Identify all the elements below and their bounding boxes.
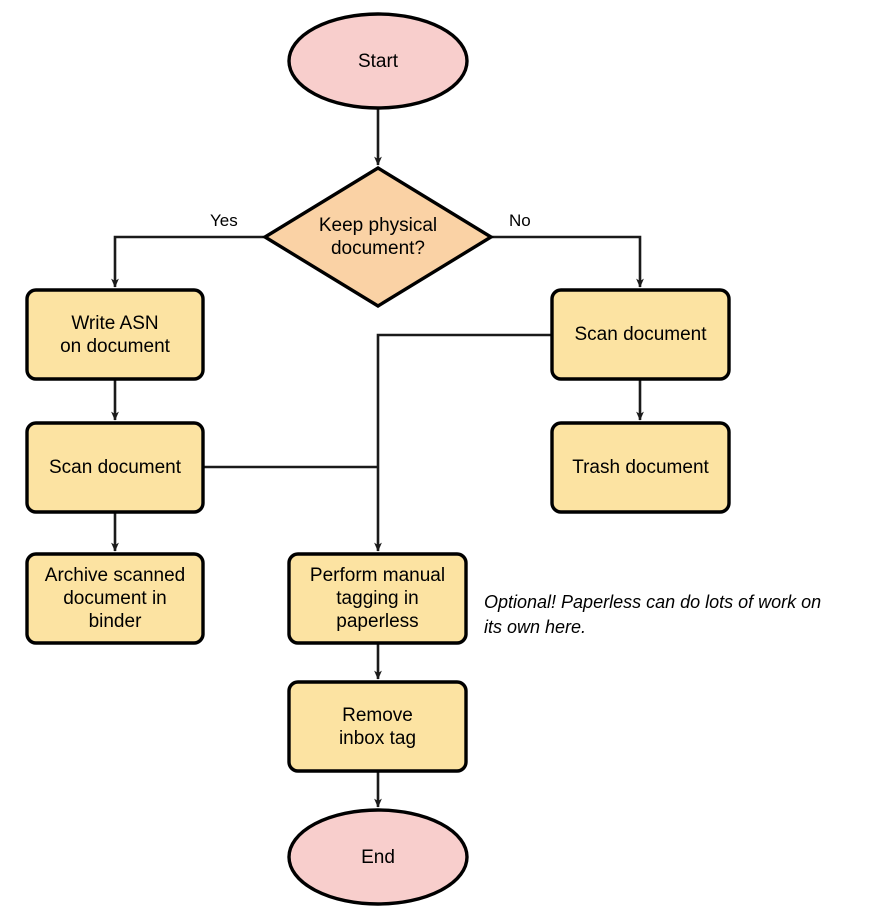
annotation-optional-note: Optional! Paperless can do lots of work … <box>484 592 822 637</box>
node-archive-binder[interactable] <box>25 552 205 645</box>
node-scan-document-right[interactable] <box>550 288 731 381</box>
edge-label-yes: Yes <box>210 211 238 230</box>
node-manual-tagging[interactable] <box>287 552 468 645</box>
node-start[interactable] <box>287 12 469 110</box>
edge-label-no: No <box>509 211 531 230</box>
node-end[interactable] <box>287 808 469 906</box>
node-remove-inbox-tag[interactable] <box>287 680 468 773</box>
edge-decision-to-scan-right <box>483 233 644 288</box>
connector-layer <box>111 108 644 808</box>
node-trash-document[interactable] <box>550 421 731 514</box>
edge-decision-to-write-asn <box>111 233 273 288</box>
node-scan-document-left[interactable] <box>25 421 205 514</box>
node-write-asn[interactable] <box>25 288 205 381</box>
node-decision-keep-physical[interactable] <box>261 166 495 308</box>
edge-scan-right-to-manual-tagging <box>374 333 552 552</box>
